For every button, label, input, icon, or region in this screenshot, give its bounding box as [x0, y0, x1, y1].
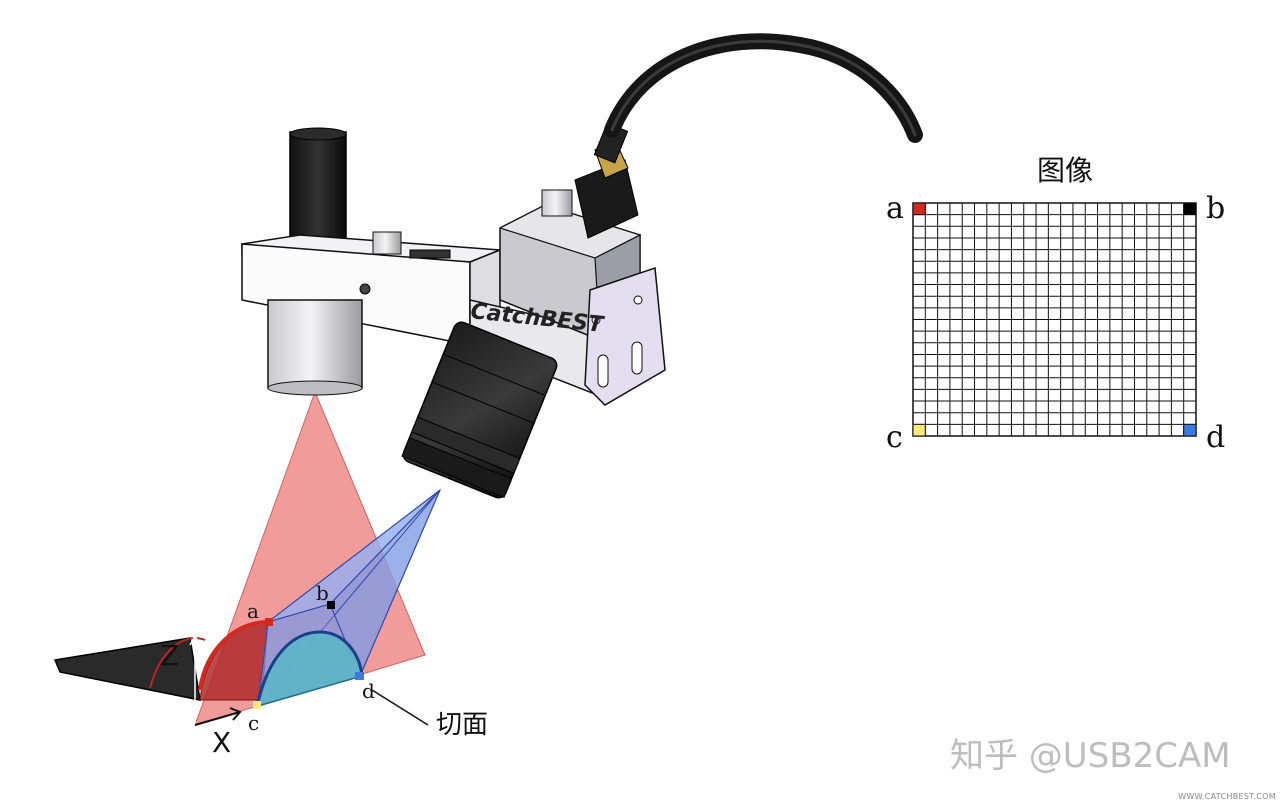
watermark-text: 知乎 @USB2CAM — [950, 736, 1231, 776]
marker-d — [355, 672, 364, 680]
point-label-d: d — [362, 679, 375, 703]
z-axis-label: Z — [160, 639, 179, 672]
image-panel: 图像 a b c d — [886, 154, 1225, 455]
section-label: 切面 — [436, 710, 488, 740]
point-label-c: c — [248, 711, 259, 735]
image-pixel-b — [1183, 202, 1197, 216]
laser-profile — [198, 620, 269, 701]
image-pixel-grid — [912, 202, 1197, 437]
image-pixel-a — [912, 202, 926, 216]
coordinate-axes — [189, 634, 242, 726]
image-panel-title: 图像 — [1037, 154, 1093, 187]
section-leader — [371, 689, 429, 726]
image-corner-label-b: b — [1206, 191, 1225, 226]
point-label-b: b — [316, 581, 329, 605]
marker-b — [327, 601, 335, 609]
point-label-a: a — [247, 599, 259, 623]
x-axis-label: X — [212, 726, 231, 759]
section-plane — [256, 603, 364, 708]
image-corner-label-d: d — [1206, 420, 1225, 455]
image-corner-label-c: c — [886, 420, 903, 455]
image-pixel-c — [912, 423, 926, 437]
footer-url: WWW.CATCHBEST.COM — [1178, 792, 1276, 801]
object-body — [53, 637, 206, 701]
marker-c — [253, 701, 261, 709]
image-corner-label-a: a — [886, 191, 904, 226]
sensor-device — [241, 33, 923, 499]
image-pixel-d — [1183, 423, 1197, 437]
marker-a — [265, 618, 273, 626]
camera-view-frustum — [257, 488, 442, 707]
